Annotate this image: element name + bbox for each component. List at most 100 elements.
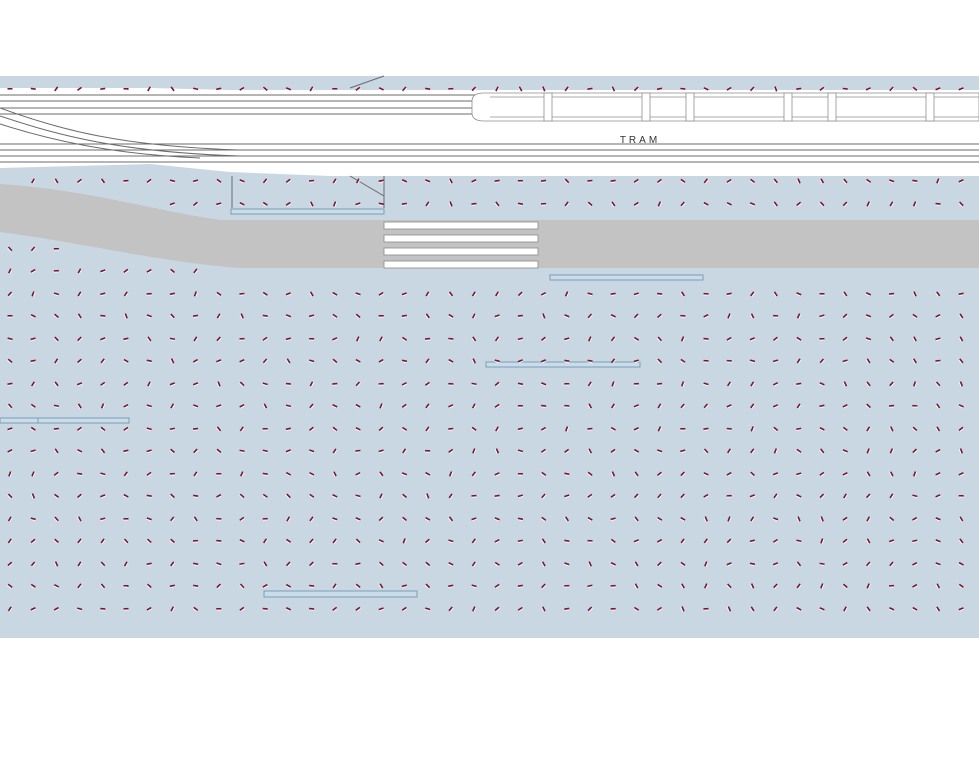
ground-dash <box>169 313 175 319</box>
ground-dash-highlight <box>541 360 547 364</box>
ground-dash <box>8 471 12 477</box>
ground-dash-highlight <box>194 472 199 477</box>
ground-dash-highlight <box>170 429 176 431</box>
ground-dash <box>704 561 708 567</box>
ground-dash <box>332 426 338 432</box>
ground-dash-highlight <box>333 179 338 184</box>
ground-dash <box>169 448 175 454</box>
ground-dash <box>239 493 245 499</box>
ground-dash <box>819 314 825 318</box>
ground-dash-highlight <box>401 517 406 522</box>
ground-dash-highlight <box>169 539 174 544</box>
ground-dash-highlight <box>332 89 338 91</box>
ground-dash-highlight <box>100 584 104 589</box>
ground-dash-highlight <box>842 450 848 454</box>
ground-dash-highlight <box>797 404 802 409</box>
ground-dash-highlight <box>820 359 825 364</box>
ground-dash-highlight <box>194 449 199 454</box>
ground-dash <box>888 607 895 611</box>
ground-dash <box>773 606 778 612</box>
ground-dash <box>727 313 732 319</box>
ground-dash <box>587 584 593 588</box>
ground-dash <box>680 178 686 184</box>
ground-dash-highlight <box>7 404 12 409</box>
ground-dash <box>7 606 13 612</box>
ground-dash-highlight <box>843 337 849 342</box>
ground-dash <box>53 247 59 251</box>
ground-dash <box>216 472 222 476</box>
ground-dash-highlight <box>100 179 104 184</box>
ground-dash <box>819 293 825 295</box>
ground-dash-highlight <box>471 358 475 364</box>
ground-dash-highlight <box>78 359 83 364</box>
bench <box>230 208 385 215</box>
ground-dash <box>378 202 384 206</box>
ground-dash <box>657 358 663 364</box>
ground-dash <box>332 291 338 297</box>
ground-dash-highlight <box>587 181 593 183</box>
ground-dash-highlight <box>402 383 408 387</box>
ground-dash-highlight <box>772 179 777 184</box>
ground-dash-highlight <box>751 404 756 409</box>
ground-dash-highlight <box>378 181 384 183</box>
ground-dash <box>842 561 848 567</box>
ground-dash-highlight <box>53 179 58 184</box>
ground-dash-highlight <box>147 473 153 477</box>
ground-dash-highlight <box>32 471 36 477</box>
ground-dash <box>657 403 662 409</box>
ground-dash <box>866 471 871 477</box>
ground-dash <box>912 336 917 342</box>
ground-dash-highlight <box>310 404 315 409</box>
ground-dash-highlight <box>332 472 336 477</box>
ground-dash-highlight <box>819 449 824 454</box>
ground-dash-highlight <box>540 518 546 522</box>
ground-dash-highlight <box>308 495 314 499</box>
ground-dash-highlight <box>448 517 452 522</box>
ground-dash <box>216 87 222 91</box>
ground-dash-highlight <box>958 337 962 342</box>
ground-dash-highlight <box>773 563 779 567</box>
ground-dash-highlight <box>262 203 267 207</box>
ground-dash <box>704 583 708 589</box>
ground-dash <box>54 448 59 454</box>
ground-dash-highlight <box>634 405 640 409</box>
ground-dash-highlight <box>170 294 176 296</box>
ground-dash-highlight <box>795 293 801 297</box>
ground-dash-highlight <box>215 449 221 454</box>
ground-dash <box>170 86 175 92</box>
ground-dash <box>170 516 175 522</box>
ground-dash-highlight <box>216 474 222 476</box>
ground-dash-highlight <box>566 291 570 297</box>
ground-dash <box>796 472 802 476</box>
ground-dash-highlight <box>913 449 918 454</box>
ground-dash-highlight <box>494 448 498 454</box>
ground-dash <box>30 583 36 589</box>
ground-dash <box>842 426 848 432</box>
ground-dash-highlight <box>821 538 825 544</box>
ground-dash-highlight <box>30 315 36 319</box>
ground-dash <box>494 359 500 363</box>
ground-dash-highlight <box>215 293 221 297</box>
ground-dash <box>471 336 477 342</box>
ground-dash-highlight <box>171 404 175 409</box>
ground-dash <box>750 291 755 297</box>
ground-dash-highlight <box>193 180 199 184</box>
ground-dash-highlight <box>587 561 591 567</box>
ground-dash-highlight <box>494 360 500 364</box>
ground-dash <box>564 337 570 341</box>
ground-dash-highlight <box>727 405 733 409</box>
ground-dash <box>424 381 431 387</box>
ground-dash-highlight <box>123 339 129 341</box>
ground-dash <box>448 404 454 408</box>
ground-dash <box>239 337 245 341</box>
rail-curve <box>0 115 241 157</box>
ground-dash-highlight <box>726 294 732 296</box>
ground-dash-highlight <box>541 607 545 612</box>
ground-dash-highlight <box>447 563 453 567</box>
ground-dash <box>263 403 268 409</box>
ground-dash <box>170 358 175 364</box>
ground-dash <box>285 178 291 184</box>
ground-dash-highlight <box>564 384 570 386</box>
ground-dash-highlight <box>262 562 266 567</box>
ground-dash <box>866 538 871 544</box>
